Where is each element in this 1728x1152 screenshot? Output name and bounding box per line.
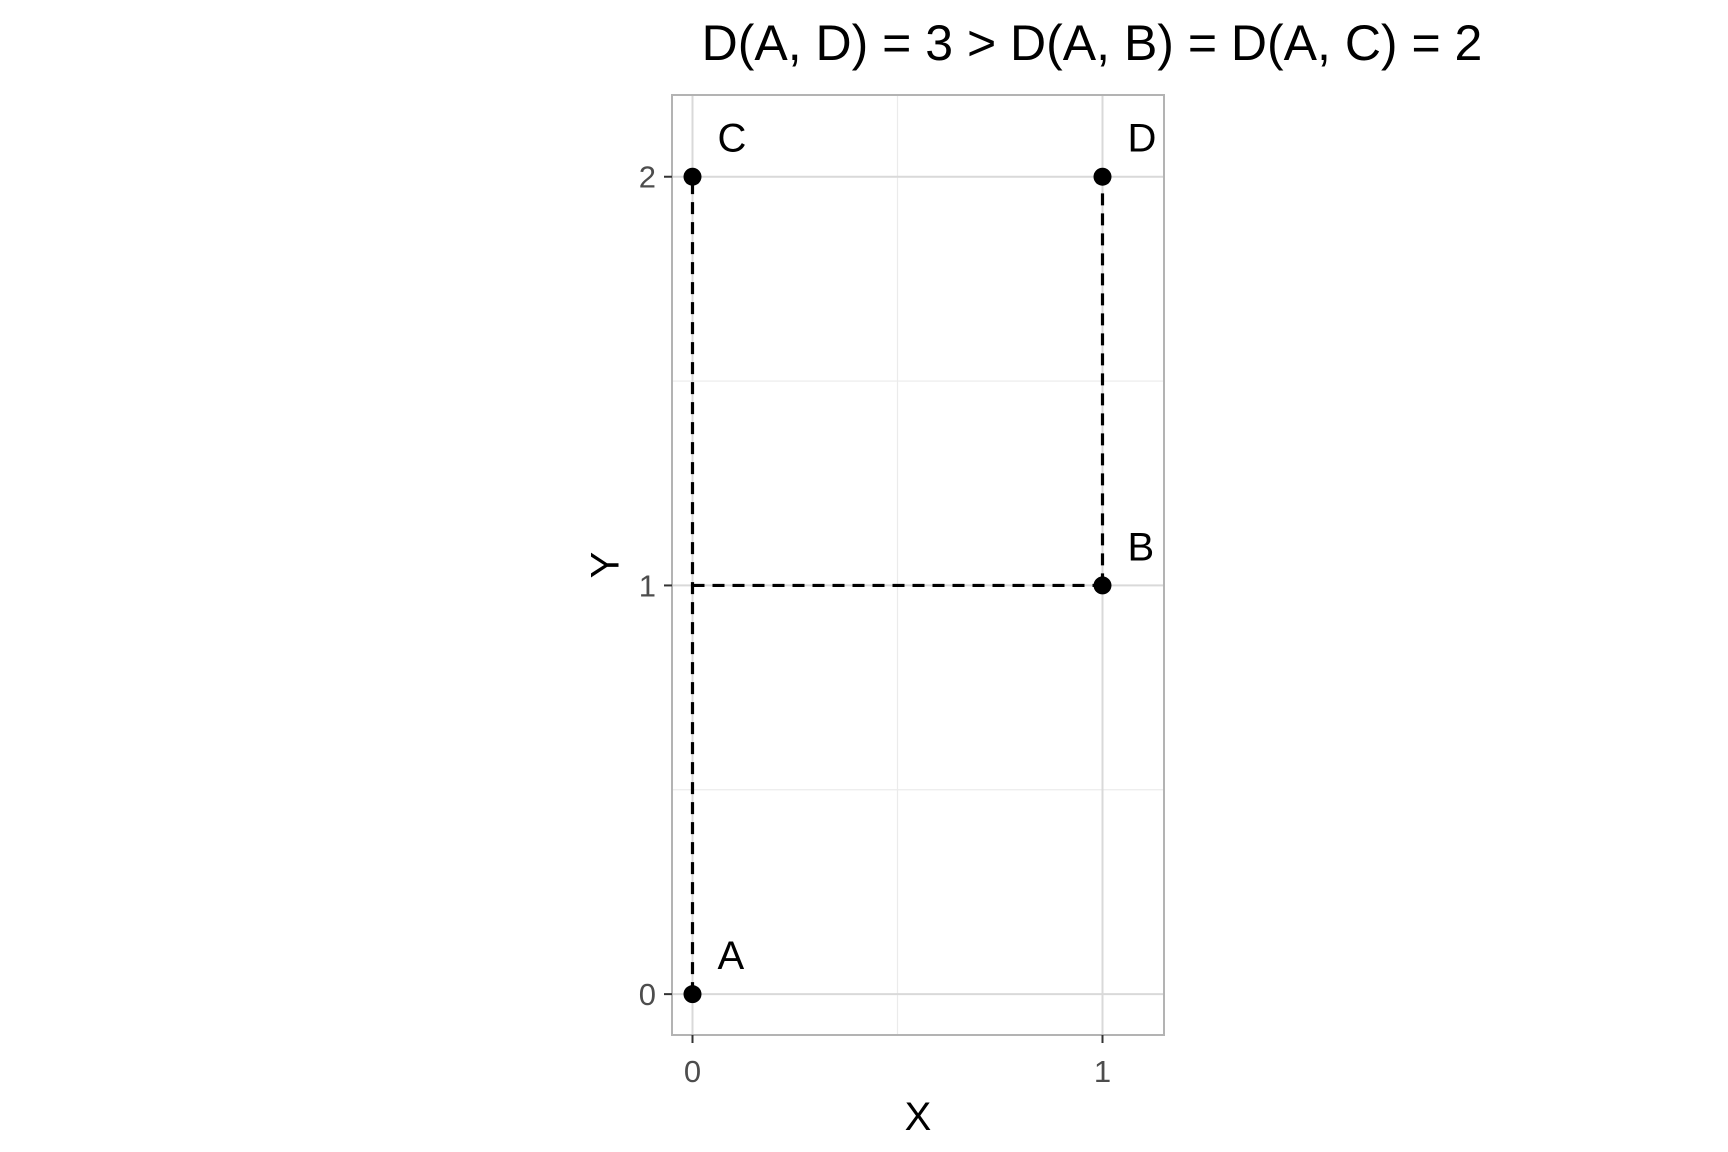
panel-border bbox=[671, 94, 1165, 1036]
path-layer bbox=[690, 176, 1105, 995]
chart-title: D(A, D) = 3 > D(A, B) = D(A, C) = 2 bbox=[702, 15, 1483, 71]
point-a bbox=[683, 985, 702, 1004]
x-tick-label: 0 bbox=[684, 1054, 701, 1089]
point-label-b: B bbox=[1128, 525, 1155, 569]
point-label-d: D bbox=[1128, 117, 1157, 161]
point-label-c: C bbox=[718, 117, 747, 161]
y-tick-label: 1 bbox=[639, 568, 656, 603]
point-b bbox=[1093, 576, 1112, 595]
point-label-a: A bbox=[718, 934, 745, 978]
x-axis-title: X bbox=[905, 1095, 932, 1139]
y-tick-label: 0 bbox=[639, 977, 656, 1012]
point-layer: A B C D bbox=[683, 117, 1157, 1004]
y-axis-title: Y bbox=[584, 552, 628, 579]
point-d bbox=[1093, 167, 1112, 186]
x-tick-label: 1 bbox=[1094, 1054, 1111, 1089]
grid-layer bbox=[672, 95, 1164, 1035]
point-c bbox=[683, 167, 702, 186]
y-tick-label: 2 bbox=[639, 160, 656, 195]
axis-layer: 0 1 0 1 2 bbox=[639, 94, 1165, 1089]
